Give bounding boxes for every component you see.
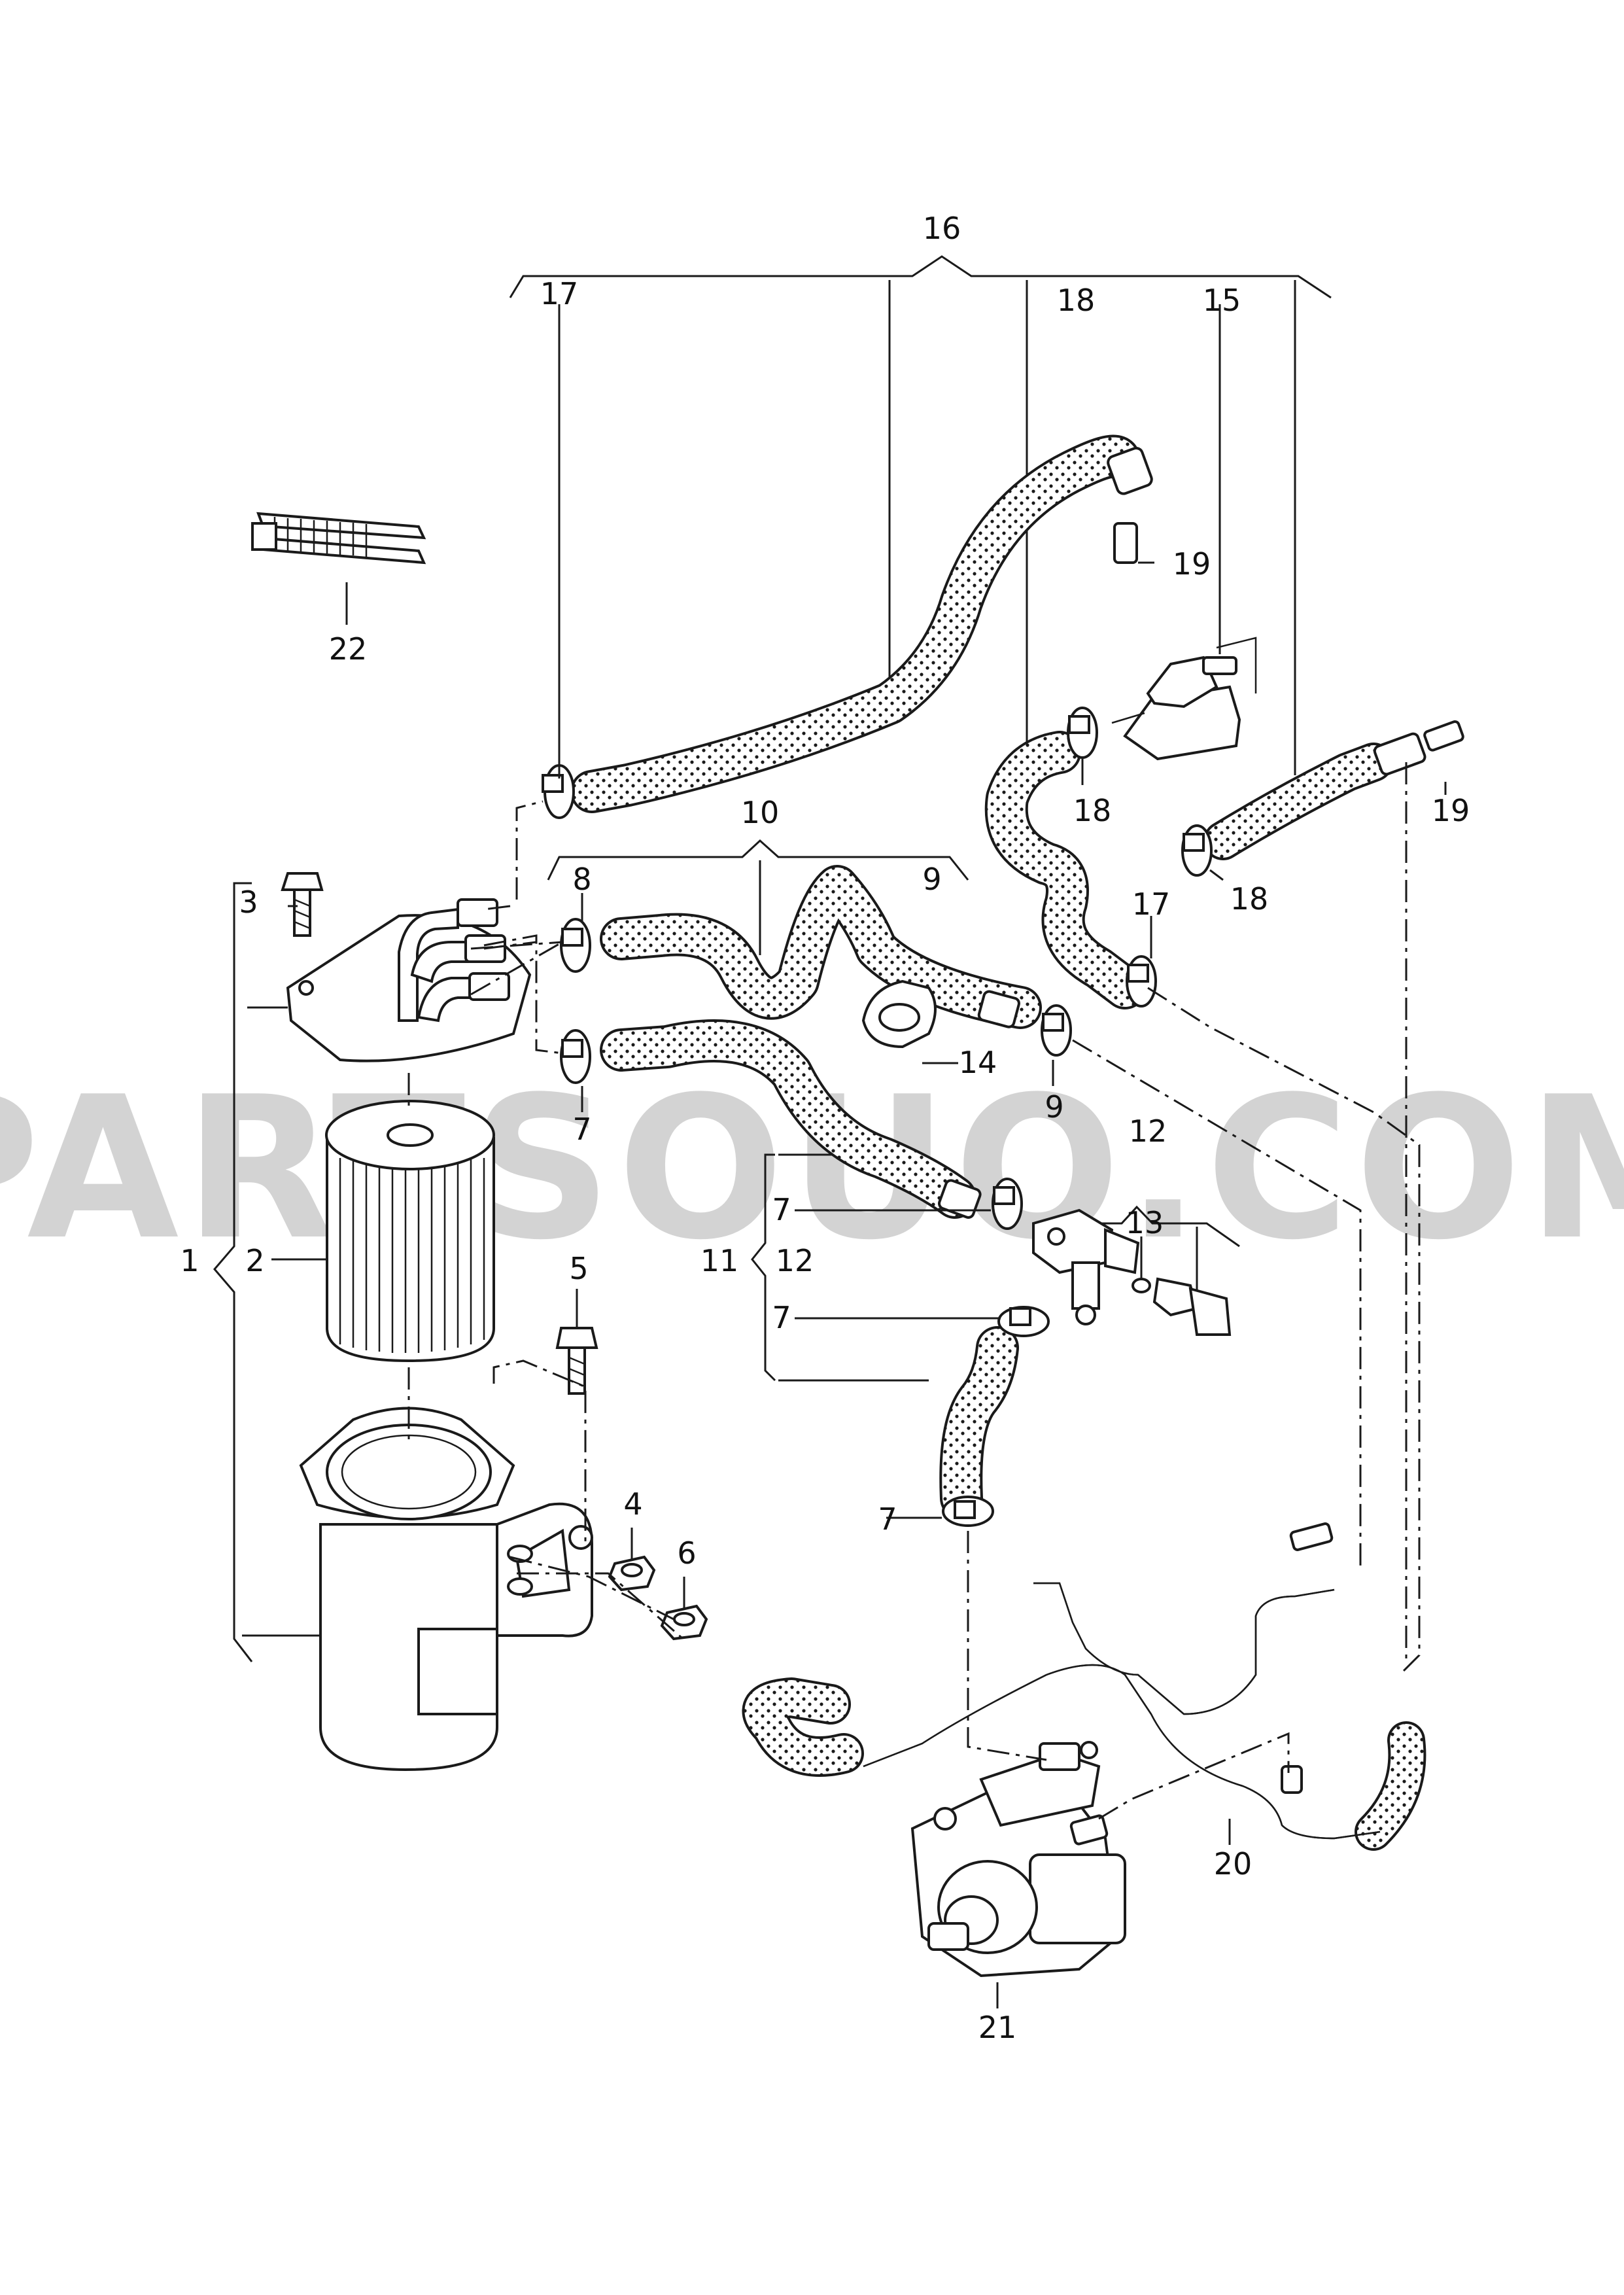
label-5: 5	[569, 1251, 588, 1286]
clip-14	[861, 979, 937, 1049]
label-6: 6	[677, 1535, 696, 1571]
cable-tie-22	[251, 512, 426, 565]
hose-bottom-right	[1355, 1721, 1426, 1851]
bolt-5	[555, 1327, 598, 1395]
clamp-18-a	[1067, 707, 1098, 759]
label-15: 15	[1203, 283, 1241, 318]
bolt-3	[281, 872, 324, 937]
callout-labels: 16 17 18 15 19 22 10 18 19 9 18 3 8 17 1…	[180, 211, 1470, 2045]
label-7-mid: 7	[772, 1192, 791, 1227]
label-19-right: 19	[1432, 793, 1470, 828]
hose-bottom-left	[742, 1677, 864, 1777]
filter-cover	[286, 898, 532, 1062]
label-11: 11	[700, 1243, 739, 1278]
label-18-mid: 18	[1073, 793, 1112, 828]
valve-15	[1111, 637, 1257, 761]
label-14: 14	[959, 1045, 997, 1080]
hose-18-right	[1203, 743, 1393, 860]
label-12-top: 12	[1129, 1113, 1167, 1149]
hose-10-lower	[600, 1019, 976, 1219]
label-2: 2	[245, 1243, 264, 1278]
clamp-7-top	[560, 1029, 591, 1084]
hose-fittings	[938, 447, 1464, 1219]
label-18-right: 18	[1230, 881, 1269, 917]
label-19-top: 19	[1173, 546, 1211, 582]
fuel-pipes-20	[863, 1522, 1381, 1840]
label-9-top: 9	[922, 862, 941, 897]
callout-leaders	[271, 304, 1447, 2008]
label-17-mid: 17	[1132, 886, 1171, 922]
fuel-filter-housing	[299, 1407, 593, 1772]
clamp-7-lower	[997, 1306, 1050, 1337]
label-9-bottom: 9	[1045, 1089, 1063, 1125]
hose-return-top	[570, 434, 1140, 813]
hose-clamps	[542, 707, 1213, 1527]
nut-6	[660, 1604, 708, 1641]
label-10: 10	[741, 795, 780, 830]
label-4: 4	[623, 1486, 642, 1522]
label-22: 22	[329, 631, 368, 667]
label-8: 8	[572, 862, 591, 897]
bracket-1	[213, 882, 319, 1662]
label-1: 1	[180, 1243, 199, 1278]
label-3: 3	[239, 885, 258, 920]
clamp-17-mid	[1126, 955, 1157, 1007]
label-17-top: 17	[540, 276, 579, 311]
bracket-10	[547, 839, 969, 955]
clamp-8	[560, 918, 591, 973]
sender-13	[1132, 1277, 1232, 1336]
label-7-top: 7	[572, 1112, 591, 1147]
dashed-leaders	[407, 762, 1421, 1820]
label-16: 16	[923, 211, 961, 246]
clamp-17-top	[542, 764, 575, 819]
hose-11-drop	[939, 1326, 1019, 1520]
nut-4	[608, 1555, 656, 1592]
label-13: 13	[1126, 1205, 1164, 1240]
label-7-lower: 7	[772, 1300, 791, 1335]
t-piece-12	[1032, 1208, 1140, 1325]
clamp-7-bottom	[942, 1496, 994, 1527]
hose-10-upper	[600, 865, 1042, 1029]
label-20: 20	[1214, 1846, 1253, 1882]
label-21: 21	[978, 2010, 1017, 2045]
label-7-bottom: 7	[878, 1501, 897, 1537]
label-18-top: 18	[1057, 283, 1096, 318]
filter-element	[325, 1100, 495, 1363]
clamp-9	[1041, 1004, 1072, 1057]
label-12-mid: 12	[776, 1243, 814, 1278]
hose-18-loop	[984, 731, 1147, 1009]
clamp-18-b	[1181, 824, 1213, 877]
clamp-7-mid	[992, 1178, 1023, 1230]
high-pressure-pump-21	[910, 1741, 1126, 1978]
